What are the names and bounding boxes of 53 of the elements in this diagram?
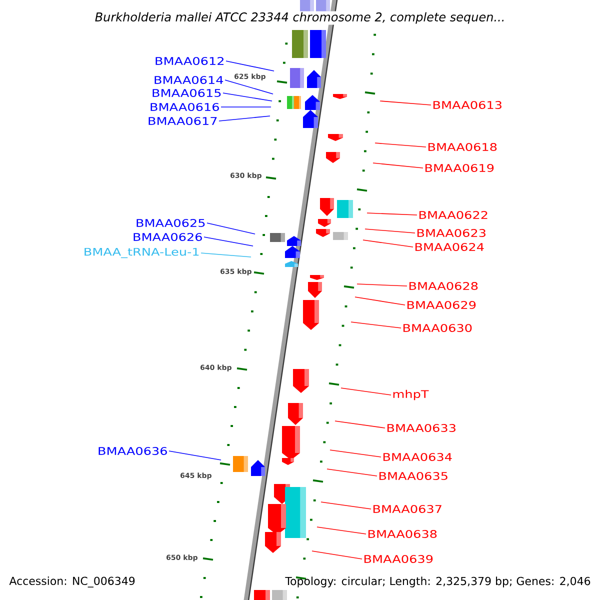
gene-label: BMAA0634 <box>383 453 452 461</box>
accession-text: Accession: NC_006349 <box>9 576 135 588</box>
gene-label: BMAA0615 <box>152 89 221 97</box>
gene-label: BMAA0629 <box>407 301 476 309</box>
gene-label: BMAA0626 <box>134 233 202 241</box>
leader-line <box>340 388 392 396</box>
gene-label: BMAA0619 <box>425 164 494 172</box>
gene-label: BMAA0638 <box>368 530 437 538</box>
leader-line <box>226 60 274 72</box>
gene-label: BMAA0628 <box>409 282 478 290</box>
gene-label: BMAA0613 <box>433 101 502 109</box>
leader-line <box>374 142 426 148</box>
leader-line <box>326 468 378 476</box>
leader-line <box>220 106 272 108</box>
leader-line <box>320 502 372 510</box>
gene-label: BMAA0637 <box>373 505 442 513</box>
gene-label: BMAA0616 <box>150 103 219 111</box>
leader-line <box>350 322 402 328</box>
gene-label: BMAA0636 <box>98 447 167 455</box>
leader-line <box>334 420 386 428</box>
leader-line <box>316 526 366 534</box>
leader-line <box>362 240 414 248</box>
map-title: Burkholderia mallei ATCC 23344 chromosome 2, complete sequen... <box>94 11 506 25</box>
genome-info-text: Topology: circular; Length: 2,325,379 bp; Genes: 2,046 <box>285 576 590 588</box>
gene-label: BMAA0623 <box>417 229 486 237</box>
leader-line <box>366 212 418 216</box>
gene-label: BMAA_tRNA-Leu-1 <box>84 248 199 258</box>
leader-line <box>218 116 270 122</box>
gene-label: BMAA0618 <box>428 143 497 151</box>
gene-label: BMAA0633 <box>387 424 456 432</box>
gene-label: mhpT <box>393 390 429 400</box>
leader-line <box>354 296 406 306</box>
leader-line <box>312 550 362 560</box>
gene-label: BMAA0635 <box>379 472 448 480</box>
gene-label: BMAA0639 <box>364 555 433 563</box>
leader-line <box>364 228 416 234</box>
gene-label: BMAA0617 <box>148 117 217 125</box>
leader-line <box>200 252 252 258</box>
gene-label: BMAA0625 <box>136 219 205 227</box>
leader-line <box>380 100 432 106</box>
leader-line <box>330 450 382 458</box>
leader-line <box>204 236 254 246</box>
leader-line <box>222 92 272 102</box>
gene-label: BMAA0612 <box>156 57 224 65</box>
leader-line <box>168 450 222 460</box>
leader-line <box>356 284 408 286</box>
leader-line <box>372 162 424 168</box>
gene-label: BMAA0624 <box>415 243 484 251</box>
leader-line <box>206 222 256 234</box>
gene-label: BMAA0614 <box>154 76 224 84</box>
gene-label: BMAA0622 <box>419 211 488 219</box>
leader-line <box>224 80 274 94</box>
gene-label: BMAA0630 <box>403 324 472 332</box>
